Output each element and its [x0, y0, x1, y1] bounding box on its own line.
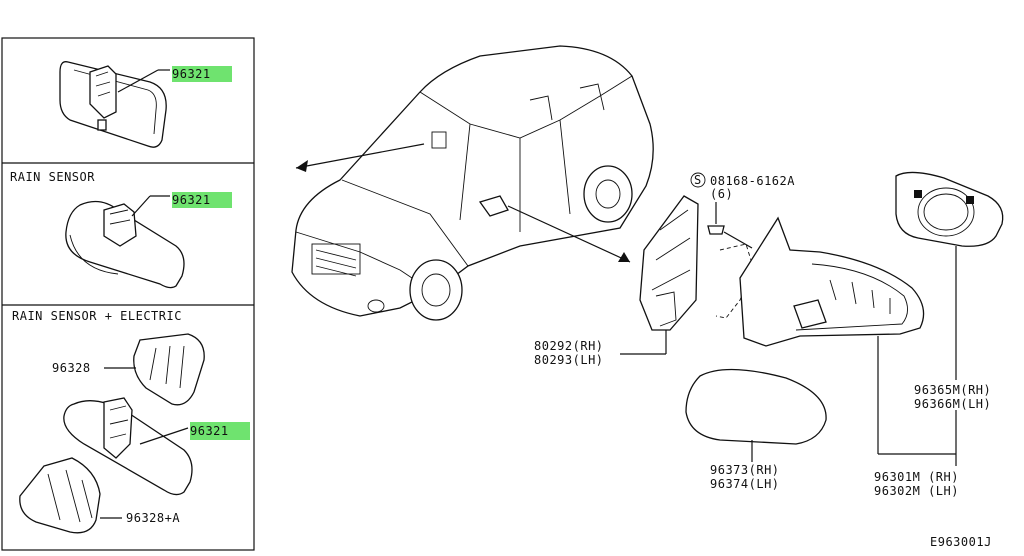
- diagram-code: E963001J: [930, 535, 992, 549]
- glass-lh-label: 96366M(LH): [914, 397, 991, 411]
- mirror-assembly: 96301M (RH) 96302M (LH): [715, 216, 959, 498]
- left-panel-frame: [1, 37, 255, 551]
- screw-symbol-icon: [690, 172, 706, 188]
- cover-lh-label: 96374(LH): [710, 477, 780, 491]
- mirror-bracket: 80292(RH) 80293(LH): [534, 195, 699, 367]
- mirror-cover: 96373(RH) 96374(LH): [685, 368, 827, 491]
- cover-part-label: 96328: [52, 361, 91, 375]
- panel-1-inside-mirror: 96321: [59, 61, 232, 148]
- mirror-part-label: 96321: [190, 424, 229, 438]
- glass-rh-label: 96365M(RH): [914, 383, 991, 397]
- screw-symbol: S: [694, 173, 702, 187]
- panel-2-rain-sensor-mirror: RAIN SENSOR 96321: [10, 170, 232, 289]
- cover-rh-label: 96373(RH): [710, 463, 780, 477]
- panel-1-part-number: 96321: [172, 67, 211, 81]
- assy-rh-label: 96301M (RH): [874, 470, 959, 484]
- panel-3-title: RAIN SENSOR + ELECTRIC: [12, 309, 182, 323]
- mirror-glass: 96365M(RH) 96366M(LH): [895, 171, 1004, 411]
- cover-a-part-label: 96328+A: [126, 511, 180, 525]
- screw-callout: S 08168-6162A (6): [690, 172, 795, 249]
- screw-part-label: 08168-6162A: [710, 174, 795, 188]
- assy-lh-label: 96302M (LH): [874, 484, 959, 498]
- vehicle-illustration: [291, 45, 654, 321]
- bracket-rh-label: 80292(RH): [534, 339, 604, 353]
- screw-qty-label: (6): [710, 187, 733, 201]
- panel-2-part-number: 96321: [172, 193, 211, 207]
- panel-3-electric-mirror: RAIN SENSOR + ELECTRIC 96328 96321 96328…: [12, 309, 250, 534]
- panel-2-title: RAIN SENSOR: [10, 170, 95, 184]
- bracket-lh-label: 80293(LH): [534, 353, 604, 367]
